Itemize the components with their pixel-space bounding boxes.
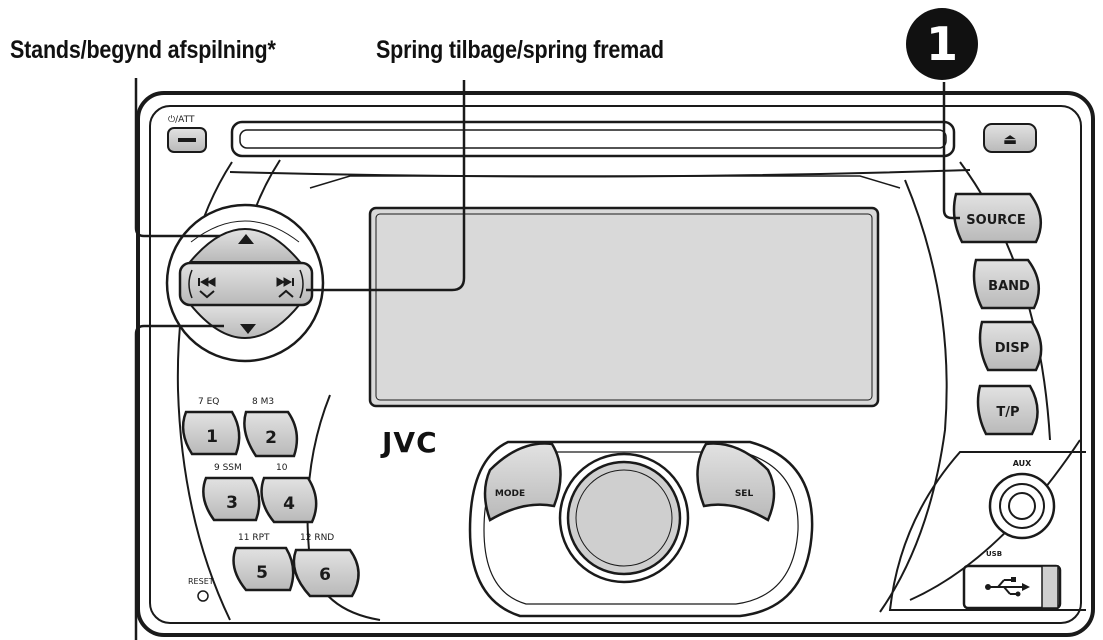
down-arrow-icon [240,324,256,334]
skip-button-bar[interactable] [178,261,314,307]
sel-button-label: SEL [735,489,754,499]
leader-stop-play-up [134,78,220,238]
preset-2-number: 2 [265,428,277,448]
up-arrow-icon [238,234,254,244]
preset-1-sublabel: 7 EQ [198,397,219,407]
leader-skip [306,80,466,292]
faceplate [136,91,1095,637]
callout-stop-play-label: Stands/begynd afspilning* [10,36,276,64]
tp-button-label: T/P [996,405,1019,420]
preset-5-number: 5 [256,563,268,583]
preset-4-number: 4 [283,494,295,514]
jvc-logo: JVC [380,426,438,459]
lcd-display [368,206,880,408]
step-number-badge: 1 [906,8,978,80]
disp-button[interactable]: DISP [978,320,1043,372]
skip-forward-icon [276,277,294,298]
preset-button-4[interactable]: 10 4 [260,463,318,524]
preset-4-sublabel: 10 [276,463,288,473]
callout-skip-label: Spring tilbage/spring fremad [376,36,664,64]
aux-jack[interactable]: AUX [988,459,1056,540]
slot-bevel [309,175,901,189]
preset-3-number: 3 [226,493,238,513]
eject-button[interactable]: ⏏ [983,123,1037,153]
aux-usb-panel [888,451,1086,611]
leader-lines [134,78,960,640]
disp-button-label: DISP [995,341,1030,356]
preset-button-2[interactable]: 8 M3 2 [243,397,299,458]
leader-source [942,82,960,220]
source-button-label: SOURCE [966,213,1025,228]
power-att-label: ⏻/ATT [168,114,195,125]
skip-back-icon [198,277,216,299]
preset-button-5[interactable]: 11 RPT 5 [232,533,295,592]
reset-button[interactable]: RESET [188,577,214,602]
up-button[interactable] [187,228,303,263]
reset-label: RESET [188,577,214,586]
sel-button[interactable]: SEL [696,442,776,522]
mode-button[interactable]: MODE [483,442,562,522]
usb-port[interactable]: USB [962,550,1062,610]
down-button[interactable] [187,303,303,339]
usb-icon [985,577,1030,597]
band-button[interactable]: BAND [972,258,1041,310]
aux-label: AUX [1013,459,1032,468]
cd-slot [230,120,956,158]
preset-6-number: 6 [319,565,331,585]
eject-icon: ⏏ [1003,130,1017,148]
leader-stop-play-down [134,324,224,640]
control-ring [165,203,325,363]
usb-label: USB [986,550,1002,558]
preset-3-sublabel: 9 SSM [214,463,242,473]
preset-2-sublabel: 8 M3 [252,397,274,407]
step-number-text: 1 [926,17,958,71]
preset-6-sublabel: 12 RND [300,533,334,543]
band-button-label: BAND [988,279,1030,294]
source-button[interactable]: SOURCE [952,192,1043,244]
preset-1-number: 1 [206,427,218,447]
mode-button-label: MODE [495,489,525,499]
preset-5-sublabel: 11 RPT [238,533,270,543]
tp-button[interactable]: T/P [976,384,1039,436]
preset-button-6[interactable]: 12 RND 6 [292,533,360,598]
preset-button-1[interactable]: 7 EQ 1 [181,397,241,456]
preset-button-3[interactable]: 9 SSM 3 [202,463,261,522]
power-att-button[interactable]: ⏻/ATT [167,114,207,153]
volume-dial[interactable] [558,452,690,584]
